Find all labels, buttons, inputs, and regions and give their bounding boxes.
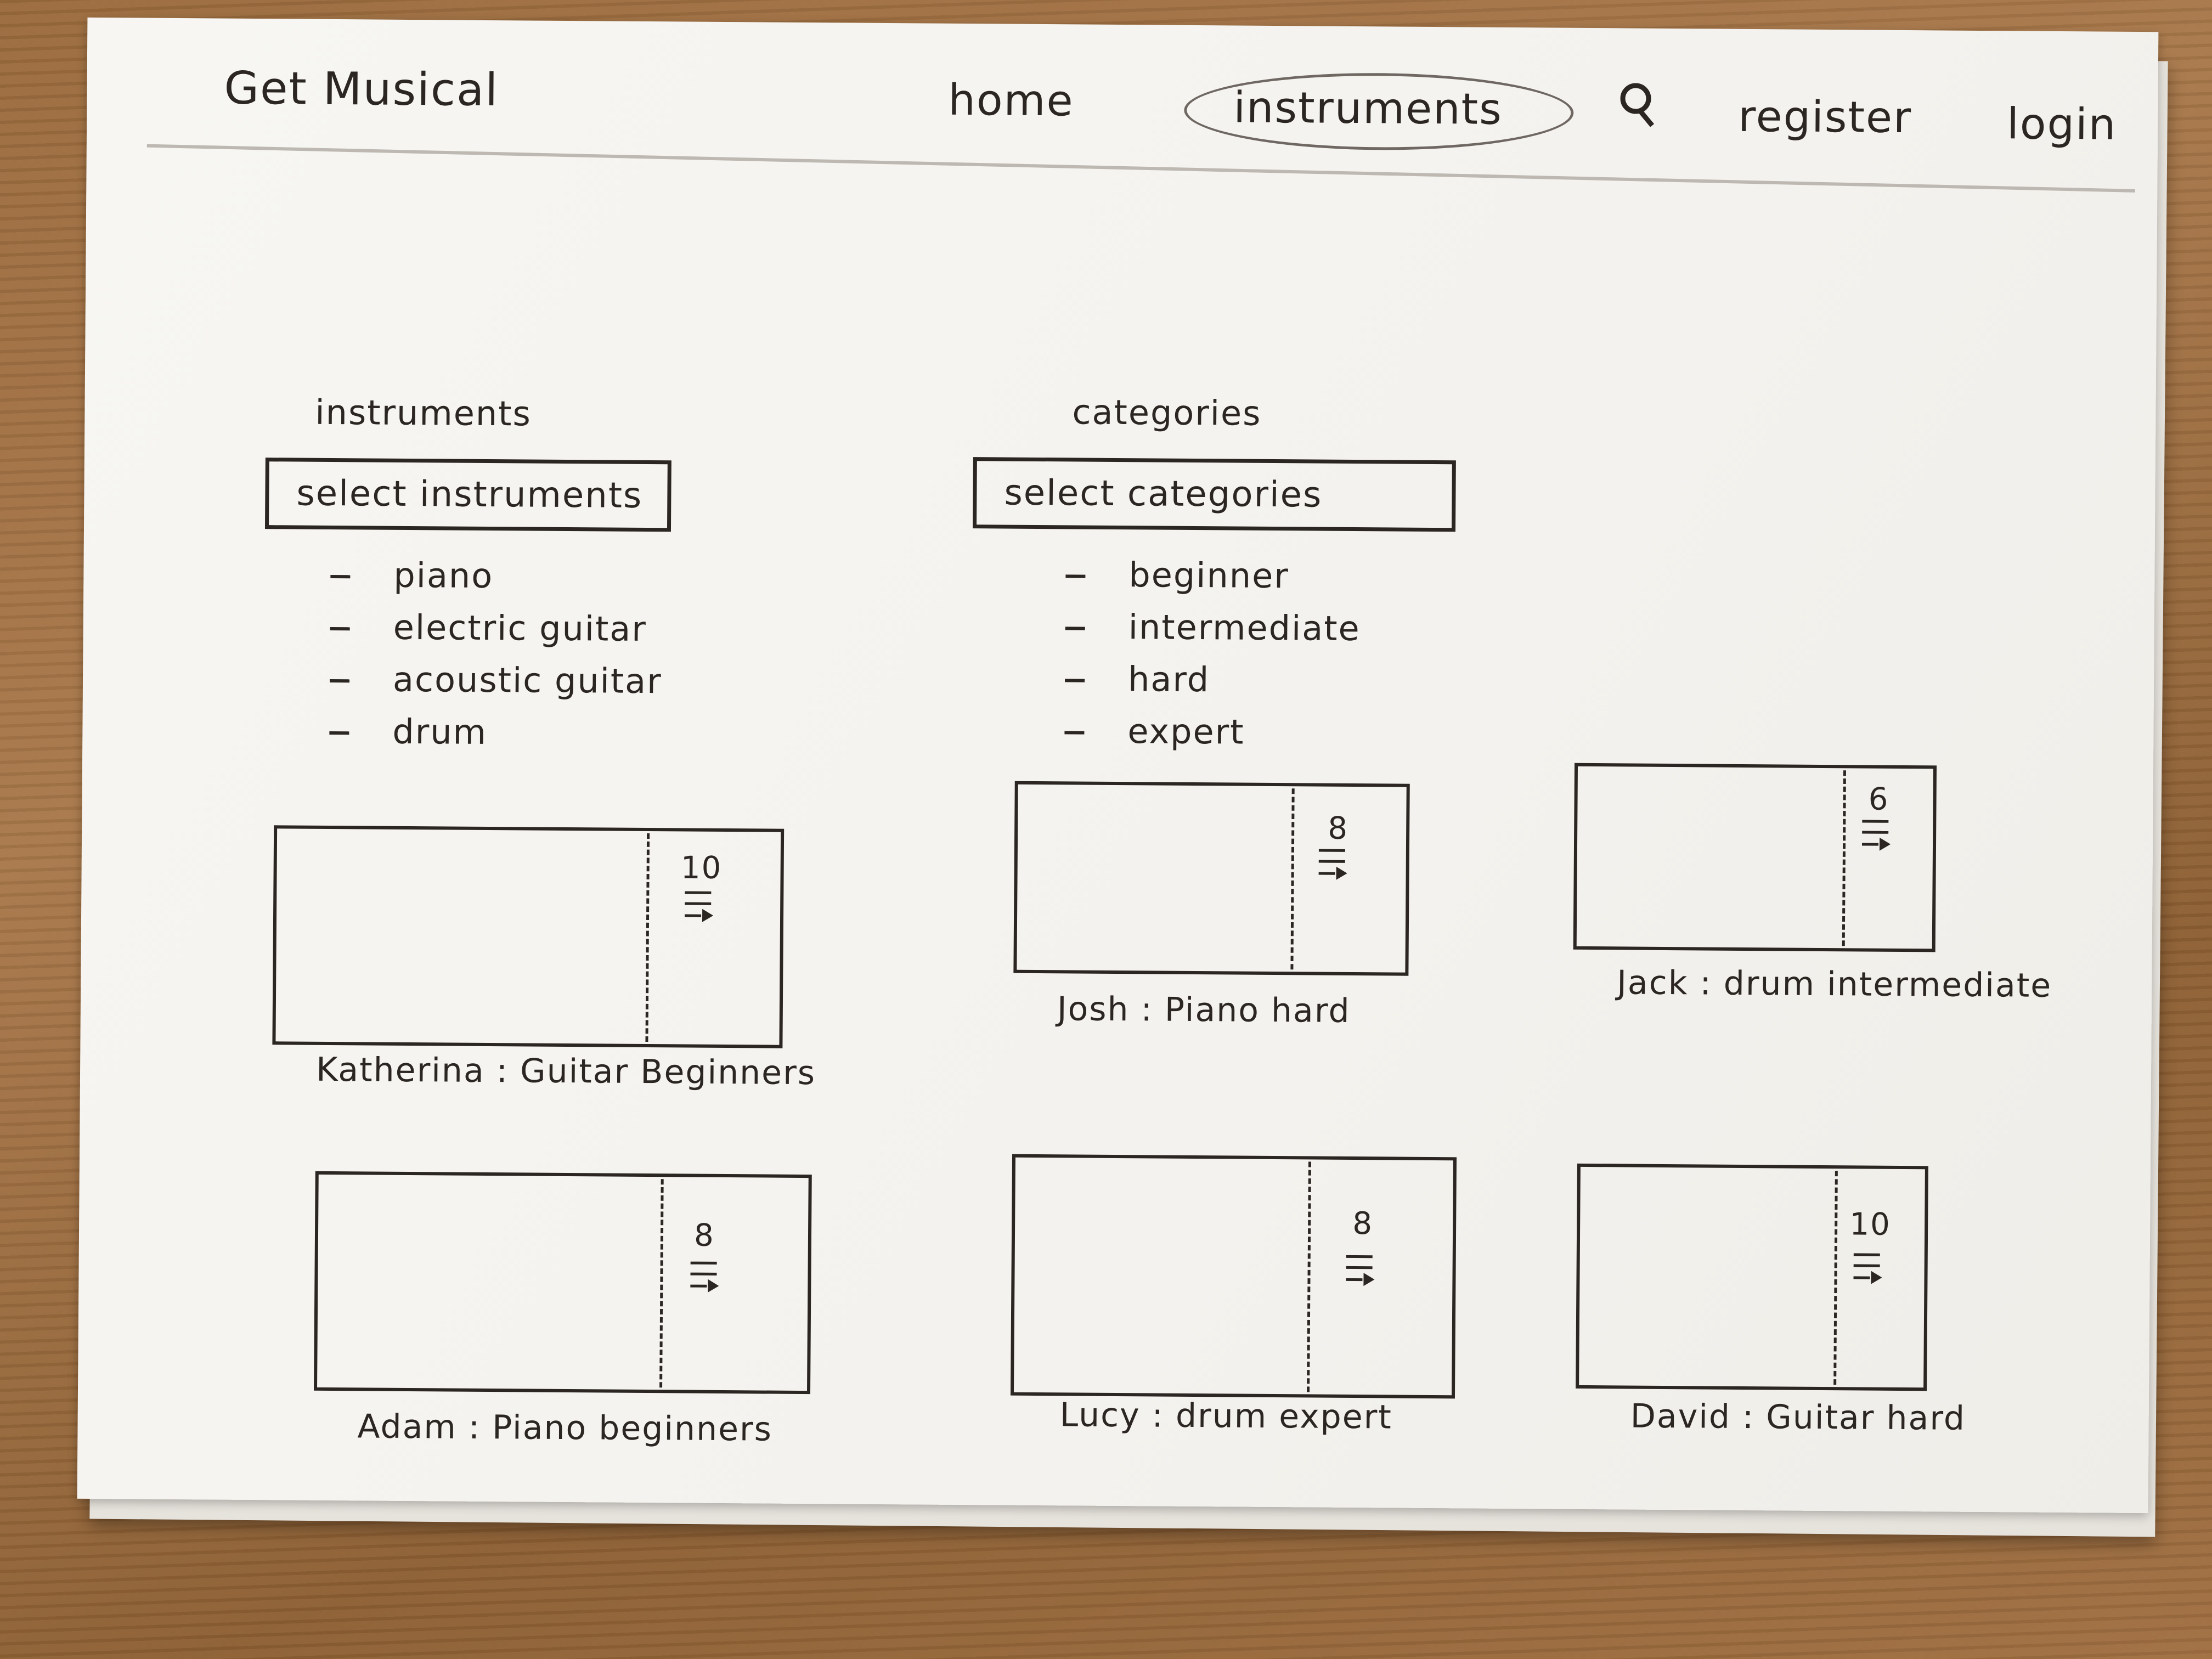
lesson-count: 8 <box>1352 1206 1374 1242</box>
search-icon[interactable] <box>1620 83 1651 114</box>
lesson-caption[interactable]: Lucy : drum expert <box>1059 1396 1393 1437</box>
playlist-icon[interactable] <box>1862 820 1901 864</box>
lesson-card[interactable]: 8 Adam : Piano beginners <box>313 1171 946 1461</box>
lesson-card[interactable]: 6 Jack : drum intermediate <box>1573 763 2123 1030</box>
lesson-count: 6 <box>1868 781 1889 817</box>
playlist-icon[interactable] <box>1853 1253 1892 1297</box>
wireframe-sheet: Get Musical home instruments register lo… <box>77 17 2159 1514</box>
lesson-count: 10 <box>1849 1206 1892 1243</box>
playlist-icon[interactable] <box>1318 849 1357 893</box>
playlist-icon[interactable] <box>685 891 724 935</box>
instrument-option-electric-guitar[interactable]: electric guitar <box>330 601 662 655</box>
lesson-caption[interactable]: David : Guitar hard <box>1630 1397 1966 1438</box>
lesson-count: 10 <box>680 850 723 886</box>
instruments-select[interactable]: select instruments <box>264 458 672 532</box>
lesson-count: 8 <box>1328 810 1349 847</box>
lesson-caption[interactable]: Josh : Piano hard <box>1057 990 1351 1030</box>
instruments-option-list: piano electric guitar acoustic guitar dr… <box>329 549 663 759</box>
lesson-caption[interactable]: Katherina : Guitar Beginners <box>315 1050 816 1093</box>
categories-select[interactable]: select categories <box>973 457 1456 532</box>
lesson-count: 8 <box>693 1217 715 1254</box>
brand-logo[interactable]: Get Musical <box>224 62 499 117</box>
categories-option-list: beginner intermediate hard expert <box>1064 548 1361 759</box>
nav-instruments-link[interactable]: instruments <box>1233 83 1503 134</box>
lesson-card[interactable]: 10 David : Guitar hard <box>1575 1163 2126 1453</box>
video-thumbnail[interactable] <box>1010 1154 1457 1399</box>
navbar-divider <box>146 144 2135 193</box>
instrument-option-piano[interactable]: piano <box>330 549 663 603</box>
lesson-card[interactable]: 8 Lucy : drum expert <box>1010 1154 1643 1444</box>
lesson-card[interactable]: 8 Josh : Piano hard <box>1013 781 1618 1049</box>
lesson-card[interactable]: 10 Katherina : Guitar Beginners <box>272 825 905 1104</box>
instrument-option-drum[interactable]: drum <box>329 705 662 759</box>
playlist-icon[interactable] <box>690 1261 729 1306</box>
playlist-icon[interactable] <box>1346 1255 1385 1299</box>
instruments-filter-heading: instruments <box>315 392 532 434</box>
nav-login-link[interactable]: login <box>2006 99 2117 150</box>
categories-filter-heading: categories <box>1072 392 1262 433</box>
video-thumbnail[interactable] <box>314 1171 812 1395</box>
category-option-intermediate[interactable]: intermediate <box>1065 600 1361 654</box>
lesson-caption[interactable]: Adam : Piano beginners <box>357 1407 773 1449</box>
instrument-option-acoustic-guitar[interactable]: acoustic guitar <box>330 653 662 707</box>
category-option-beginner[interactable]: beginner <box>1065 548 1361 602</box>
nav-home-link[interactable]: home <box>948 75 1074 126</box>
nav-register-link[interactable]: register <box>1737 92 1912 143</box>
category-option-hard[interactable]: hard <box>1065 652 1361 707</box>
navbar: Get Musical home instruments register lo… <box>87 18 2159 193</box>
lesson-caption[interactable]: Jack : drum intermediate <box>1617 963 2052 1005</box>
category-option-expert[interactable]: expert <box>1064 704 1360 759</box>
